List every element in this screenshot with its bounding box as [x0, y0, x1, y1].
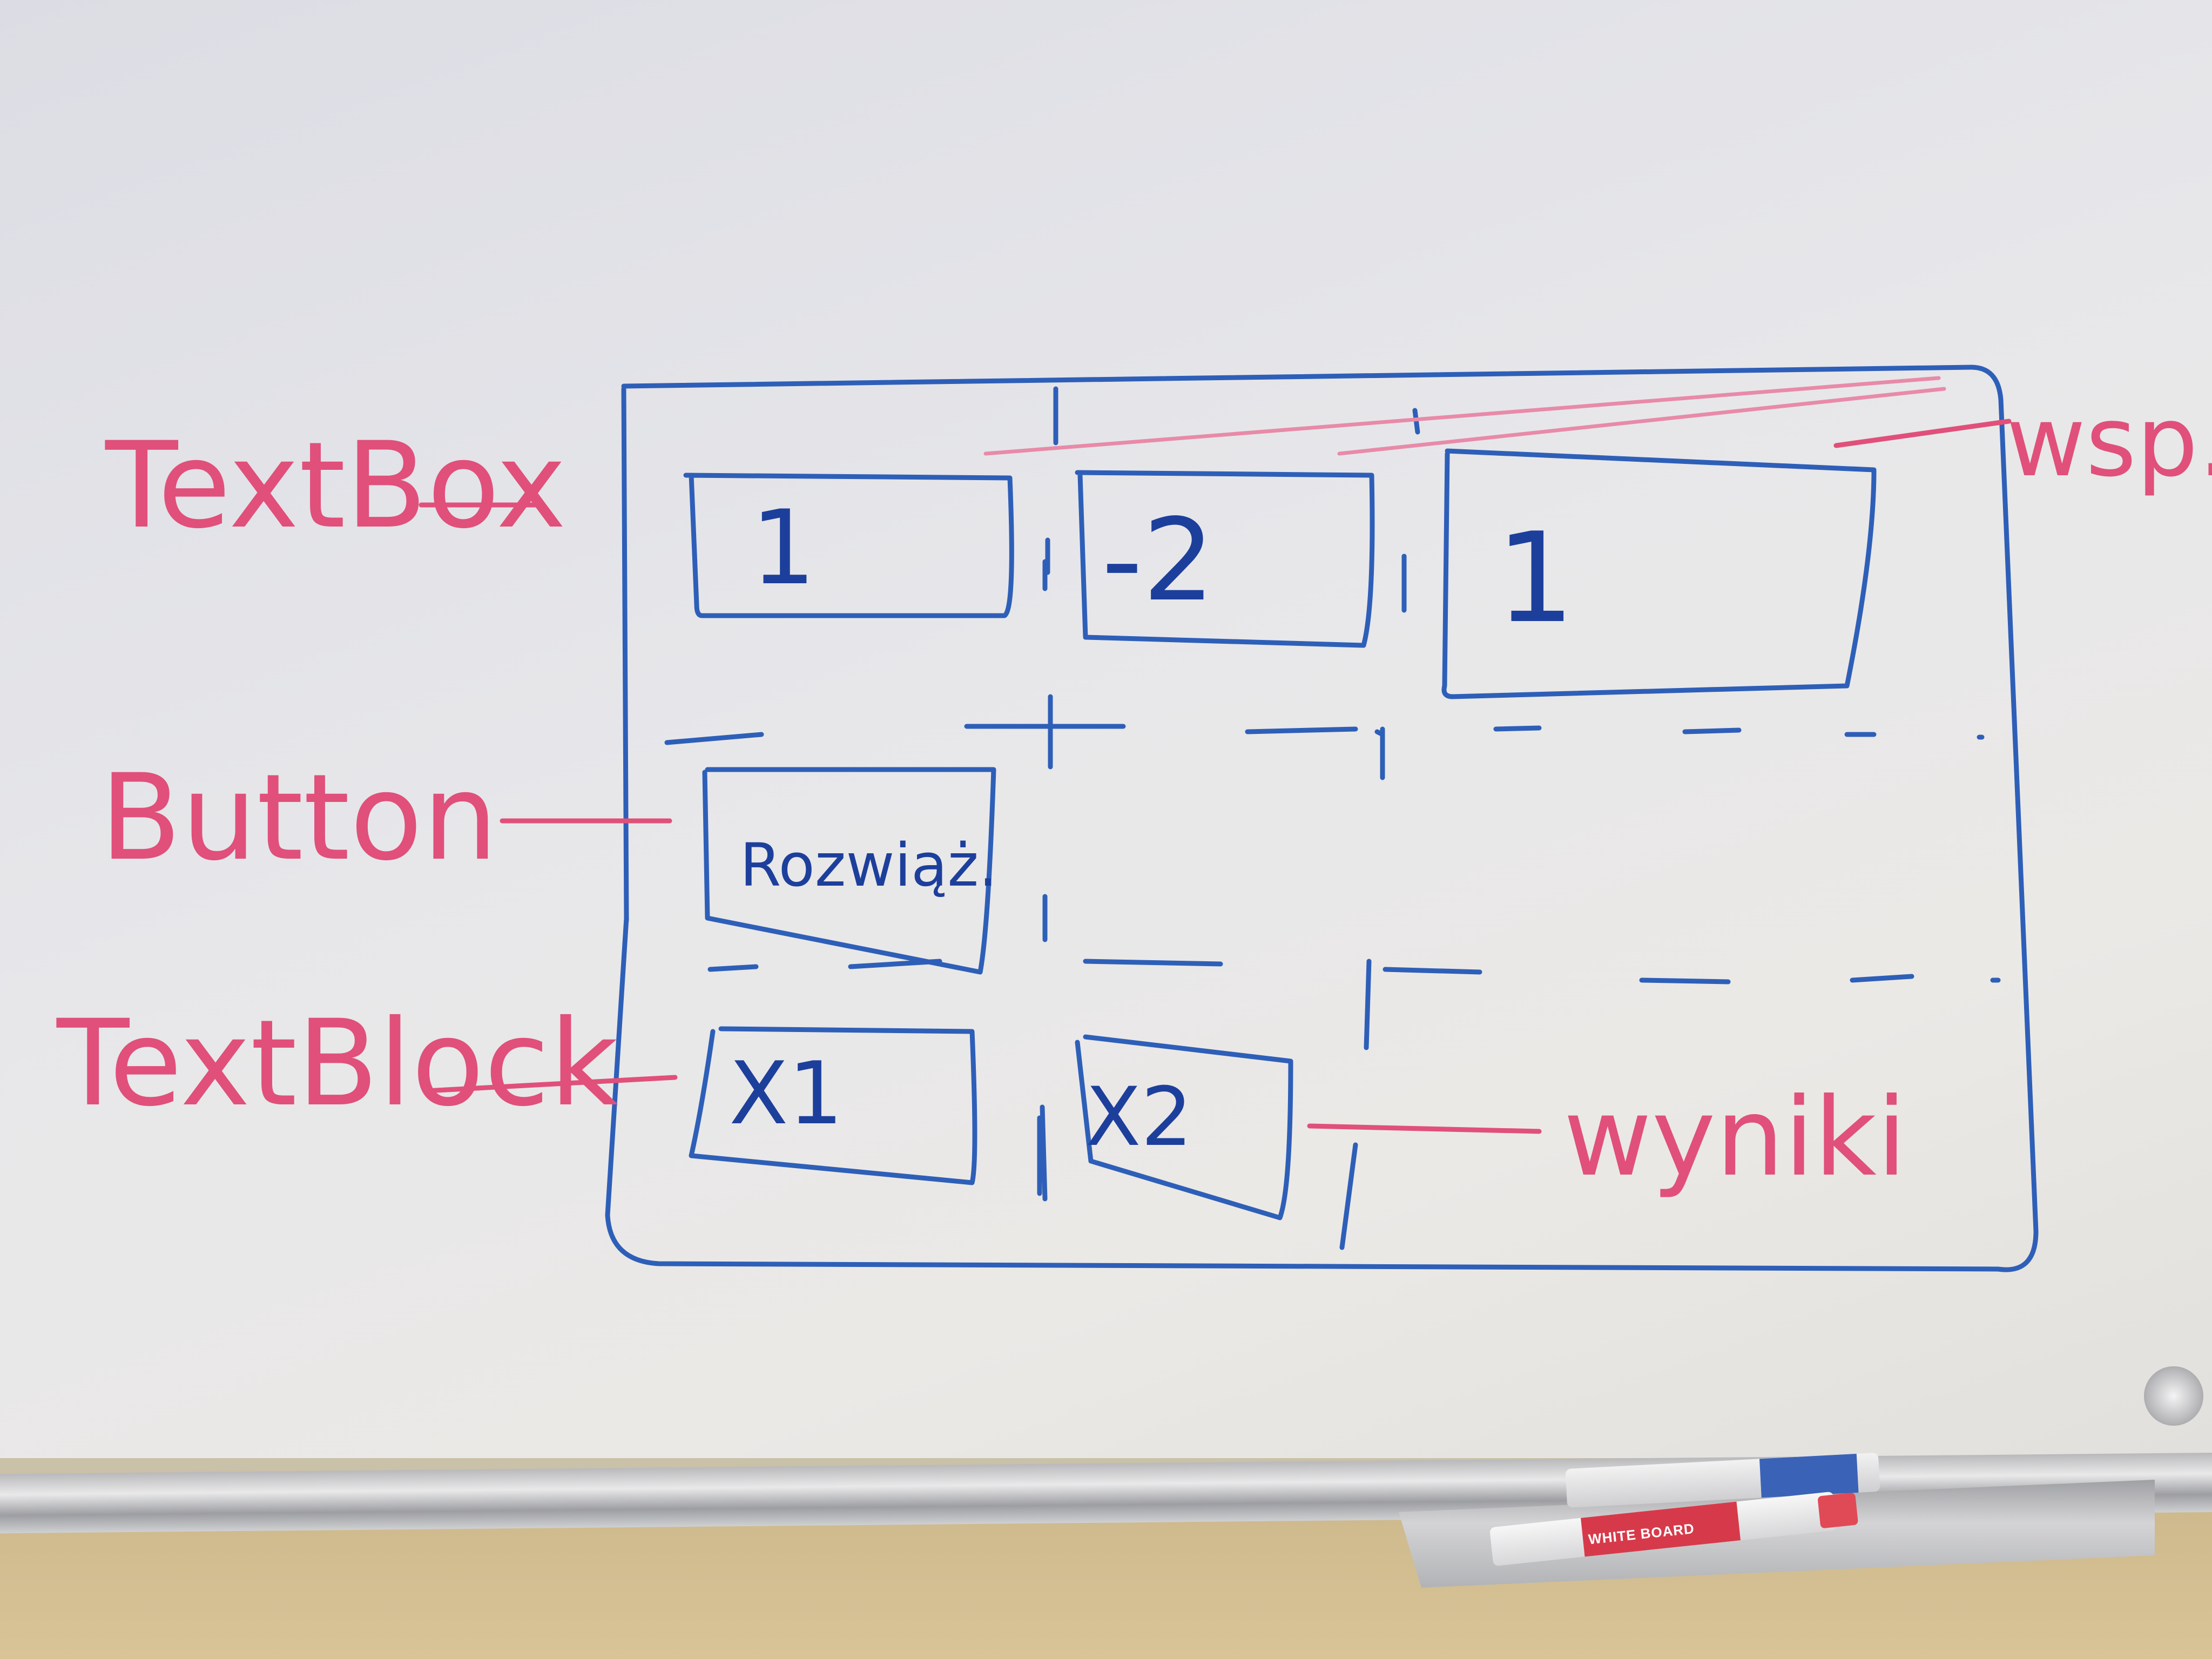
textbox-c: [1441, 448, 1877, 699]
grid-vertical-1: [1040, 386, 1058, 1202]
coefficients-pointer-3: [1833, 419, 2012, 448]
textblock-x1: [689, 1026, 977, 1185]
window-outline: [605, 365, 2039, 1272]
input-c-value: 1: [1496, 507, 1575, 651]
grid-vertical-2: [1339, 408, 1420, 1250]
results-label: wyniki: [1563, 1075, 1907, 1201]
wireframe-sketch: TextBox Button TextBlock wsp. wyniki 1 -…: [56, 365, 2212, 1272]
textbox-a: [683, 473, 1014, 618]
textblock-x2: [1075, 1034, 1293, 1220]
output-x2: X2: [1085, 1070, 1192, 1164]
output-x1: X1: [729, 1043, 843, 1144]
frame-screw: [2144, 1366, 2203, 1426]
row1-separators: [1042, 554, 1407, 613]
grid-horizontal-1: [664, 724, 1985, 745]
input-b-value: -2: [1102, 494, 1215, 626]
results-pointer: [1307, 1123, 1542, 1134]
textbox-b: [1075, 470, 1375, 648]
grid-horizontal-2: [707, 959, 2001, 984]
solve-button-text: Rozwiąż.: [740, 831, 997, 900]
textblock-pointer: [424, 1075, 678, 1094]
button-box: [702, 767, 996, 975]
textbox-label: TextBox: [105, 416, 567, 555]
input-a-value: 1: [751, 488, 816, 608]
whiteboard: [0, 0, 2212, 1458]
textblock-label: TextBlock: [56, 994, 618, 1132]
coefficients-label: wsp.: [2006, 386, 2212, 498]
coefficients-pointer-1: [983, 376, 1941, 456]
button-label: Button: [100, 748, 498, 887]
coefficients-pointer-2: [1337, 387, 1946, 456]
